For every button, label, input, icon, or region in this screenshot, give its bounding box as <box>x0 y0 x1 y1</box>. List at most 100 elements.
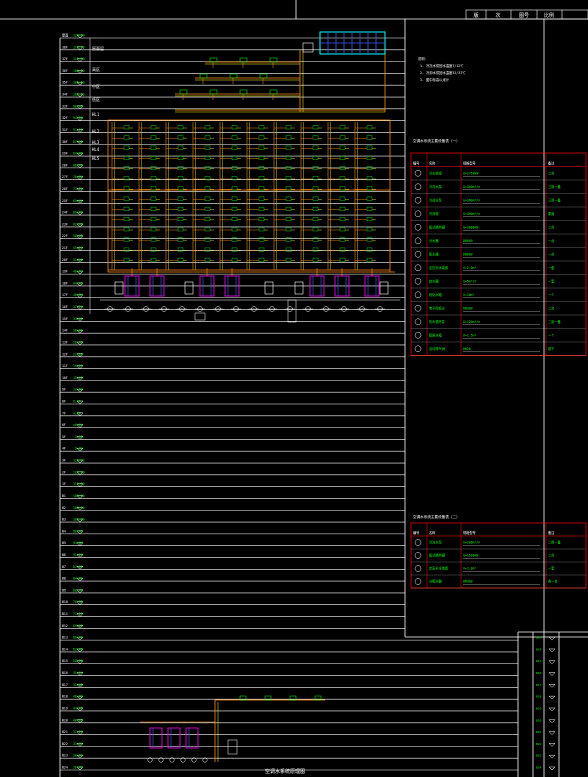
floor-label: B22 <box>62 742 68 746</box>
floor-label: 20F <box>62 258 68 262</box>
fan-coil-icon <box>366 257 373 262</box>
terminal-unit-icon <box>209 89 218 95</box>
fan-coil-icon <box>312 125 319 130</box>
fan-coil-icon <box>258 227 265 232</box>
fan-coil-icon <box>366 206 373 211</box>
fan-coil-icon <box>339 206 346 211</box>
level-marker-icon <box>76 129 84 133</box>
floor-label: B20 <box>536 718 542 722</box>
floor-label: 28F <box>62 163 68 167</box>
fan-coil-icon <box>258 247 265 252</box>
level-marker-icon <box>76 459 84 464</box>
floor-label: 19F <box>62 270 68 274</box>
fan-coil-icon <box>204 247 211 252</box>
floor-label: 35F <box>62 81 68 85</box>
elevation-label: -9.00 <box>73 447 83 451</box>
fan-coil-icon <box>285 176 292 181</box>
fan-coil-icon <box>204 237 211 242</box>
floor-label: B22 <box>536 742 542 746</box>
floor-label: B18 <box>62 695 68 699</box>
floor-label: 屋面 <box>62 33 68 38</box>
fan-coil-icon <box>231 206 238 211</box>
fan-coil-icon <box>312 155 319 160</box>
fan-coil-icon <box>366 196 373 201</box>
fan-coil-icon <box>285 166 292 171</box>
fan-coil-icon <box>258 166 265 171</box>
fan-coil-icon <box>231 247 238 252</box>
legend-note: 一个 <box>548 333 555 337</box>
level-marker-icon <box>76 589 84 594</box>
level-marker-icon <box>76 93 84 98</box>
elevation-label: -4.50 <box>73 435 83 439</box>
fan-coil-icon <box>177 227 184 232</box>
fan-coil-icon <box>204 125 211 130</box>
floor-label: B13 <box>62 636 68 640</box>
floor-label: B15 <box>536 659 542 663</box>
fan-coil-icon <box>339 237 346 242</box>
level-marker-icon <box>548 684 556 688</box>
level-marker-icon <box>76 636 84 641</box>
fan-coil-icon <box>123 145 130 150</box>
fan-coil-icon <box>123 237 130 242</box>
floor-label: 27F <box>62 175 68 179</box>
floor-label: B10 <box>62 600 68 604</box>
floor-label: B17 <box>536 683 542 687</box>
legend-title: 空调水系统主要设备表（二） <box>413 514 460 519</box>
fan-coil-icon <box>366 166 373 171</box>
fan-coil-icon <box>150 125 157 130</box>
fan-coil-icon <box>258 257 265 262</box>
elevation-label: 66.00 <box>73 211 83 215</box>
fan-coil-icon <box>123 217 130 222</box>
level-marker-icon <box>76 176 84 181</box>
equipment-symbol-icon <box>414 197 422 204</box>
floor-label: 10F <box>62 376 68 380</box>
elevation-label: 76.80 <box>73 175 83 179</box>
floor-label: B13 <box>536 636 542 640</box>
fan-coil-icon <box>150 206 157 211</box>
terminal-unit-icon <box>239 695 247 701</box>
floor-label: 1F <box>62 482 66 486</box>
level-marker-icon <box>76 672 84 676</box>
fan-coil-icon <box>150 155 157 160</box>
equipment-icon <box>294 281 304 295</box>
fan-coil-icon <box>150 176 157 181</box>
legend-note: 二台 <box>548 305 554 310</box>
fan-coil-icon <box>285 257 292 262</box>
expansion-tank-icon <box>227 739 238 755</box>
fan-coil-icon <box>339 257 346 262</box>
fan-coil-icon <box>231 227 238 232</box>
level-marker-icon <box>76 365 84 369</box>
level-marker-icon <box>76 766 84 771</box>
title-cell-3: 图号 <box>519 13 529 19</box>
zone-label-hl2: HL2 <box>92 129 100 134</box>
legend-header: 编号 <box>413 530 419 535</box>
fan-coil-icon <box>204 227 211 232</box>
legend-note: 二台 <box>548 553 554 558</box>
legend-name: 板式换热器 <box>429 224 446 229</box>
fan-coil-icon <box>204 176 211 181</box>
fan-coil-icon <box>204 206 211 211</box>
fan-coil-icon <box>285 125 292 130</box>
level-marker-icon <box>76 400 84 405</box>
elevation-label: 76.80 <box>73 600 83 604</box>
legend-spec: G=400m³/h <box>463 212 480 216</box>
floor-label: B12 <box>62 624 68 628</box>
fan-coil-icon <box>231 166 238 171</box>
elevation-label: 37.20 <box>73 730 83 734</box>
level-marker-icon <box>76 329 84 334</box>
level-marker-icon <box>76 754 84 759</box>
fan-coil-icon <box>339 145 346 150</box>
zone-label-high: 高区 <box>92 66 100 72</box>
elevation-label: 102.00 <box>73 518 85 522</box>
fan-coil-icon <box>177 206 184 211</box>
level-marker-icon <box>76 660 84 665</box>
fan-coil-icon <box>204 186 211 191</box>
fan-coil-icon <box>339 196 346 201</box>
fan-coil-icon <box>258 186 265 191</box>
elevation-label: 80.40 <box>73 588 83 592</box>
fan-coil-icon <box>366 135 373 140</box>
equipment-symbol-icon <box>414 291 422 298</box>
elevation-label: 91.20 <box>73 128 83 132</box>
